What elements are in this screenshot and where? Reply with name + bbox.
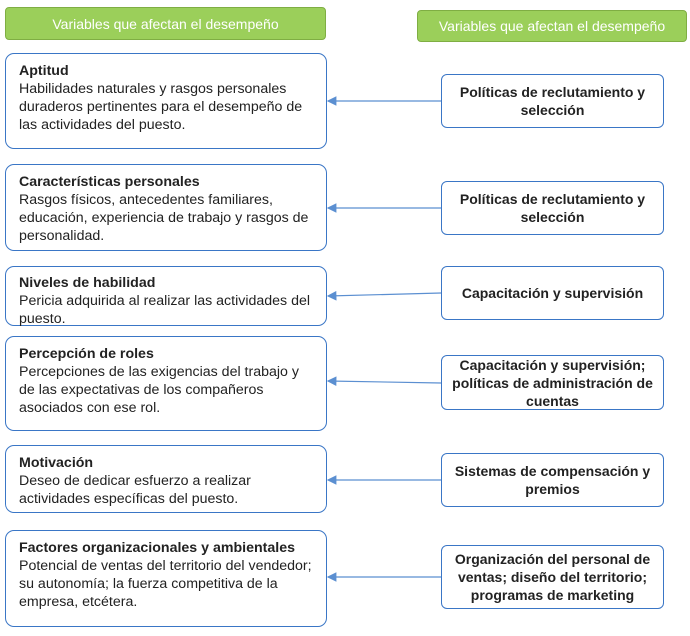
arrow-4 [326, 376, 442, 386]
influence-box-3: Capacitación y supervisión [441, 266, 664, 320]
influence-box-6: Organización del personal de ventas; dis… [441, 545, 664, 609]
variable-box-factores: Factores organizacionales y ambientales … [5, 530, 327, 627]
variable-box-aptitud: Aptitud Habilidades naturales y rasgos p… [5, 53, 327, 149]
header-right: Variables que afectan el desempeño [417, 10, 687, 42]
variable-title: Aptitud [19, 63, 69, 79]
variable-box-motivacion: Motivación Deseo de dedicar esfuerzo a r… [5, 445, 327, 513]
influence-box-1: Políticas de reclutamiento y selección [441, 74, 664, 128]
variable-description: Habilidades naturales y rasgos personale… [19, 81, 303, 133]
variable-box-habilidad: Niveles de habilidad Pericia adquirida a… [5, 266, 327, 327]
variable-description: Deseo de dedicar esfuerzo a realizar act… [19, 473, 251, 507]
variable-description: Rasgos físicos, antecedentes familiares,… [19, 192, 309, 244]
variable-box-caracteristicas: Características personales Rasgos físico… [5, 164, 327, 251]
variable-title: Factores organizacionales y ambientales [19, 540, 295, 556]
variable-title: Niveles de habilidad [19, 275, 156, 291]
variable-box-roles: Percepción de roles Percepciones de las … [5, 336, 327, 431]
influence-box-5: Sistemas de compensación y premios [441, 453, 664, 507]
variable-title: Motivación [19, 455, 94, 471]
arrow-3 [326, 290, 442, 301]
variable-title: Percepción de roles [19, 346, 154, 362]
influence-box-2: Políticas de reclutamiento y selección [441, 181, 664, 235]
variable-title: Características personales [19, 174, 200, 190]
header-left: Variables que afectan el desempeño [5, 7, 326, 40]
variable-description: Percepciones de las exigencias del traba… [19, 364, 299, 416]
variable-description: Potencial de ventas del territorio del v… [19, 558, 312, 610]
influence-box-4: Capacitación y supervisión; políticas de… [441, 355, 664, 410]
variable-description: Pericia adquirida al realizar las activi… [19, 293, 310, 327]
